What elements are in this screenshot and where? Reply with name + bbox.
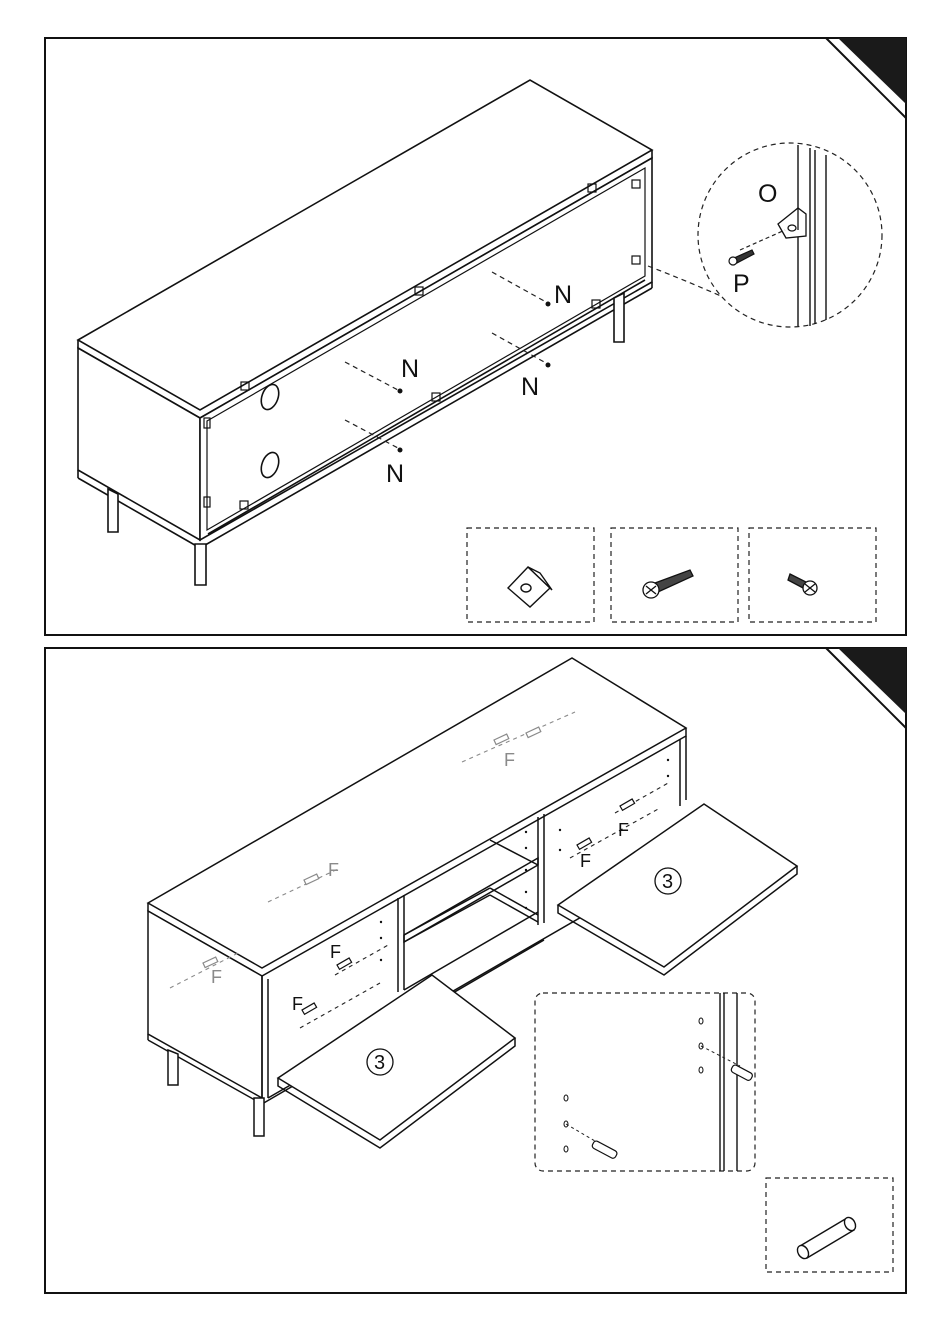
panel-number: 3 xyxy=(662,871,673,893)
parts-box-long-screw xyxy=(611,528,738,622)
label-f-faded: F xyxy=(328,860,339,880)
parts-box-dowel xyxy=(766,1178,893,1272)
label-n: N xyxy=(521,373,539,401)
label-f: F xyxy=(292,994,303,1014)
label-n: N xyxy=(386,460,404,488)
label-o: O xyxy=(758,180,777,208)
label-f: F xyxy=(580,851,591,871)
label-n: N xyxy=(554,281,572,309)
panel-number: 3 xyxy=(374,1052,385,1074)
step-1-panel: N N N N O P xyxy=(45,38,906,635)
step-2-panel: 3 3 F F F F xyxy=(45,648,906,1293)
label-p: P xyxy=(733,270,750,298)
label-f-faded: F xyxy=(504,750,515,770)
dowel-detail-box xyxy=(535,993,755,1171)
label-f: F xyxy=(330,942,341,962)
label-f: F xyxy=(618,820,629,840)
parts-box-bracket xyxy=(467,528,594,622)
label-f-faded: F xyxy=(211,967,222,987)
detail-zoom-circle: O P xyxy=(698,143,882,327)
label-n: N xyxy=(401,355,419,383)
parts-box-short-screw xyxy=(749,528,876,622)
